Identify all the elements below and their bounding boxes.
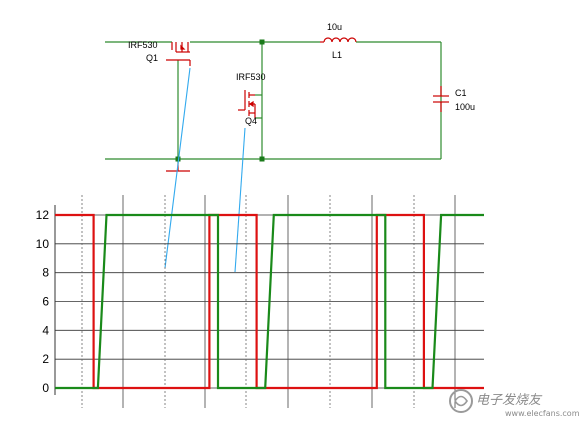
probe-line-q1 [164, 67, 191, 269]
watermark-text: 电子发烧友 [476, 393, 543, 408]
y-axis-ticks: 12 10 8 6 4 2 0 [36, 208, 50, 395]
q1-mosfet-symbol [166, 42, 191, 66]
y-tick-label: 2 [42, 352, 49, 366]
l1-value-label: 10u [327, 22, 342, 32]
series-line-2 [55, 213, 484, 390]
q4-ref-label: Q4 [245, 116, 257, 126]
watermark-logo-icon [449, 389, 473, 413]
watermark-logo-mark [454, 395, 468, 407]
inductor-l1 [320, 37, 357, 43]
l1-ref-label: L1 [332, 50, 342, 60]
junction-dot [259, 156, 265, 162]
c1-ref-label: C1 [455, 88, 467, 98]
y-tick-label: 4 [42, 323, 49, 337]
y-tick-label: 6 [42, 295, 49, 309]
capacitor-c1 [433, 86, 449, 112]
q1-part-label: IRF530 [128, 40, 158, 50]
waveform-chart: 12 10 8 6 4 2 0 [36, 195, 484, 408]
watermark: 电子发烧友 www.elecfans.com [449, 389, 580, 418]
y-tick-label: 8 [42, 266, 49, 280]
probe-line-q4 [234, 127, 246, 273]
junction-dot [259, 39, 265, 45]
q1-ref-label: Q1 [146, 53, 158, 63]
y-tick-label: 0 [42, 381, 49, 395]
y-tick-label: 10 [36, 237, 50, 251]
schematic: IRF530 Q1 IRF530 Q4 10u [105, 22, 475, 273]
watermark-url: www.elecfans.com [505, 409, 580, 418]
chart-traces [55, 213, 484, 390]
c1-value-label: 100u [455, 102, 475, 112]
wires [105, 41, 442, 163]
q4-mosfet-symbol [238, 90, 256, 118]
q4-part-label: IRF530 [236, 72, 266, 82]
y-tick-label: 12 [36, 208, 50, 222]
series-line-1 [55, 213, 484, 390]
junction-dot [175, 156, 181, 162]
